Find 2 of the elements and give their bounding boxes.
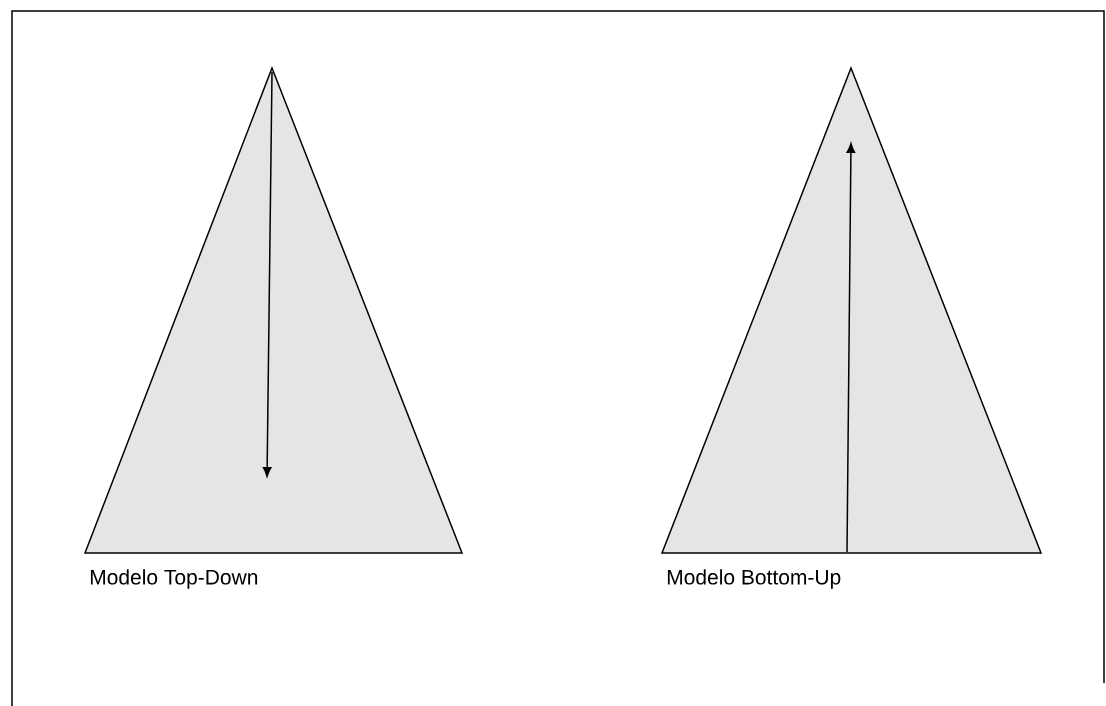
triangle-label: Modelo Top-Down [90,569,258,589]
triangle-label: Modelo Bottom-Up [667,569,841,589]
